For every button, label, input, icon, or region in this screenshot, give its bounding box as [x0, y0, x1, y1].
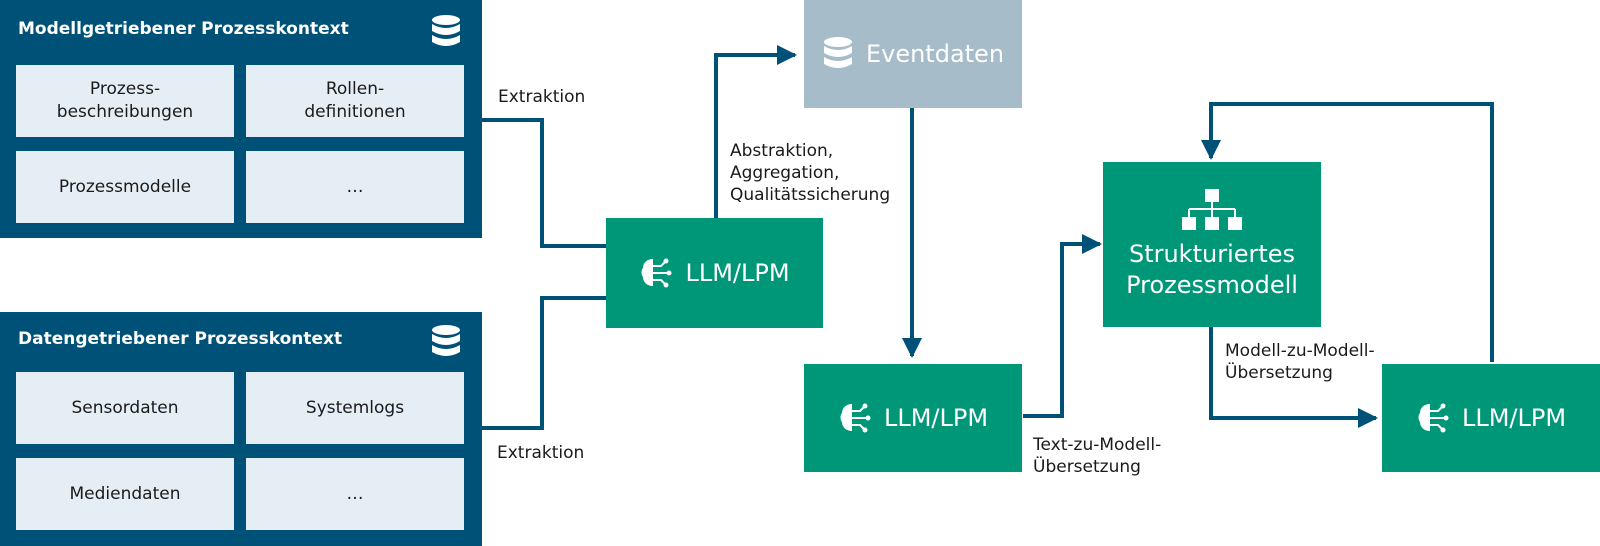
cell-system-logs: Systemlogs	[246, 372, 464, 444]
edge-label-abstraction: Abstraktion, Aggregation, Qualitätssiche…	[730, 141, 891, 205]
edge-label-extraction-top: Extraktion	[498, 87, 586, 107]
llm-lpm-node-3: LLM/LPM	[1382, 364, 1600, 472]
llm-lpm-node-2: LLM/LPM	[804, 364, 1022, 472]
node-label: Strukturiertes Prozessmodell	[1126, 239, 1298, 299]
edge-model-to-llm3	[1209, 327, 1378, 428]
llm-lpm-node-1: LLM/LPM	[606, 218, 823, 328]
panel-model-driven-context: Modellgetriebener Prozesskontext Prozess…	[0, 0, 482, 238]
edge-llm3-to-model	[1201, 102, 1494, 362]
cell-media-data: Mediendaten	[16, 458, 234, 530]
node-label: LLM/LPM	[883, 404, 989, 432]
node-label: Eventdaten	[865, 40, 1005, 68]
hierarchy-icon	[1182, 188, 1242, 230]
edge-llm1-to-eventdaten	[714, 45, 797, 218]
panel-title: Modellgetriebener Prozesskontext	[18, 19, 349, 39]
panel-title: Datengetriebener Prozesskontext	[18, 329, 343, 349]
edge-label-text-to-model: Text-zu-Modell- Übersetzung	[1033, 435, 1162, 477]
cell-process-models: Prozessmodelle	[16, 151, 234, 223]
node-label: LLM/LPM	[685, 259, 790, 287]
ai-brain-icon	[641, 258, 672, 288]
edge-model-to-llm1	[482, 118, 606, 248]
cell-role-definitions: Rollen- definitionen	[246, 65, 464, 137]
ai-brain-icon	[1418, 403, 1449, 433]
edge-llm2-to-model	[1023, 234, 1102, 418]
panel-data-driven-context: Datengetriebener Prozesskontext Sensorda…	[0, 312, 482, 546]
cell-more: …	[246, 458, 464, 530]
cell-sensor-data: Sensordaten	[16, 372, 234, 444]
edge-data-to-llm1	[482, 296, 606, 430]
cell-more: …	[246, 151, 464, 223]
ai-brain-icon	[840, 403, 871, 433]
edge-label-extraction-bottom: Extraktion	[497, 443, 585, 463]
cell-process-descriptions: Prozess- beschreibungen	[16, 65, 234, 137]
node-label: LLM/LPM	[1461, 404, 1567, 432]
structured-process-model-node: Strukturiertes Prozessmodell	[1103, 162, 1321, 327]
database-icon	[432, 325, 460, 356]
database-icon	[823, 37, 852, 68]
eventdaten-node: Eventdaten	[804, 0, 1022, 108]
edge-label-model-to-model: Modell-zu-Modell- Übersetzung	[1225, 341, 1375, 383]
database-icon	[432, 15, 460, 46]
